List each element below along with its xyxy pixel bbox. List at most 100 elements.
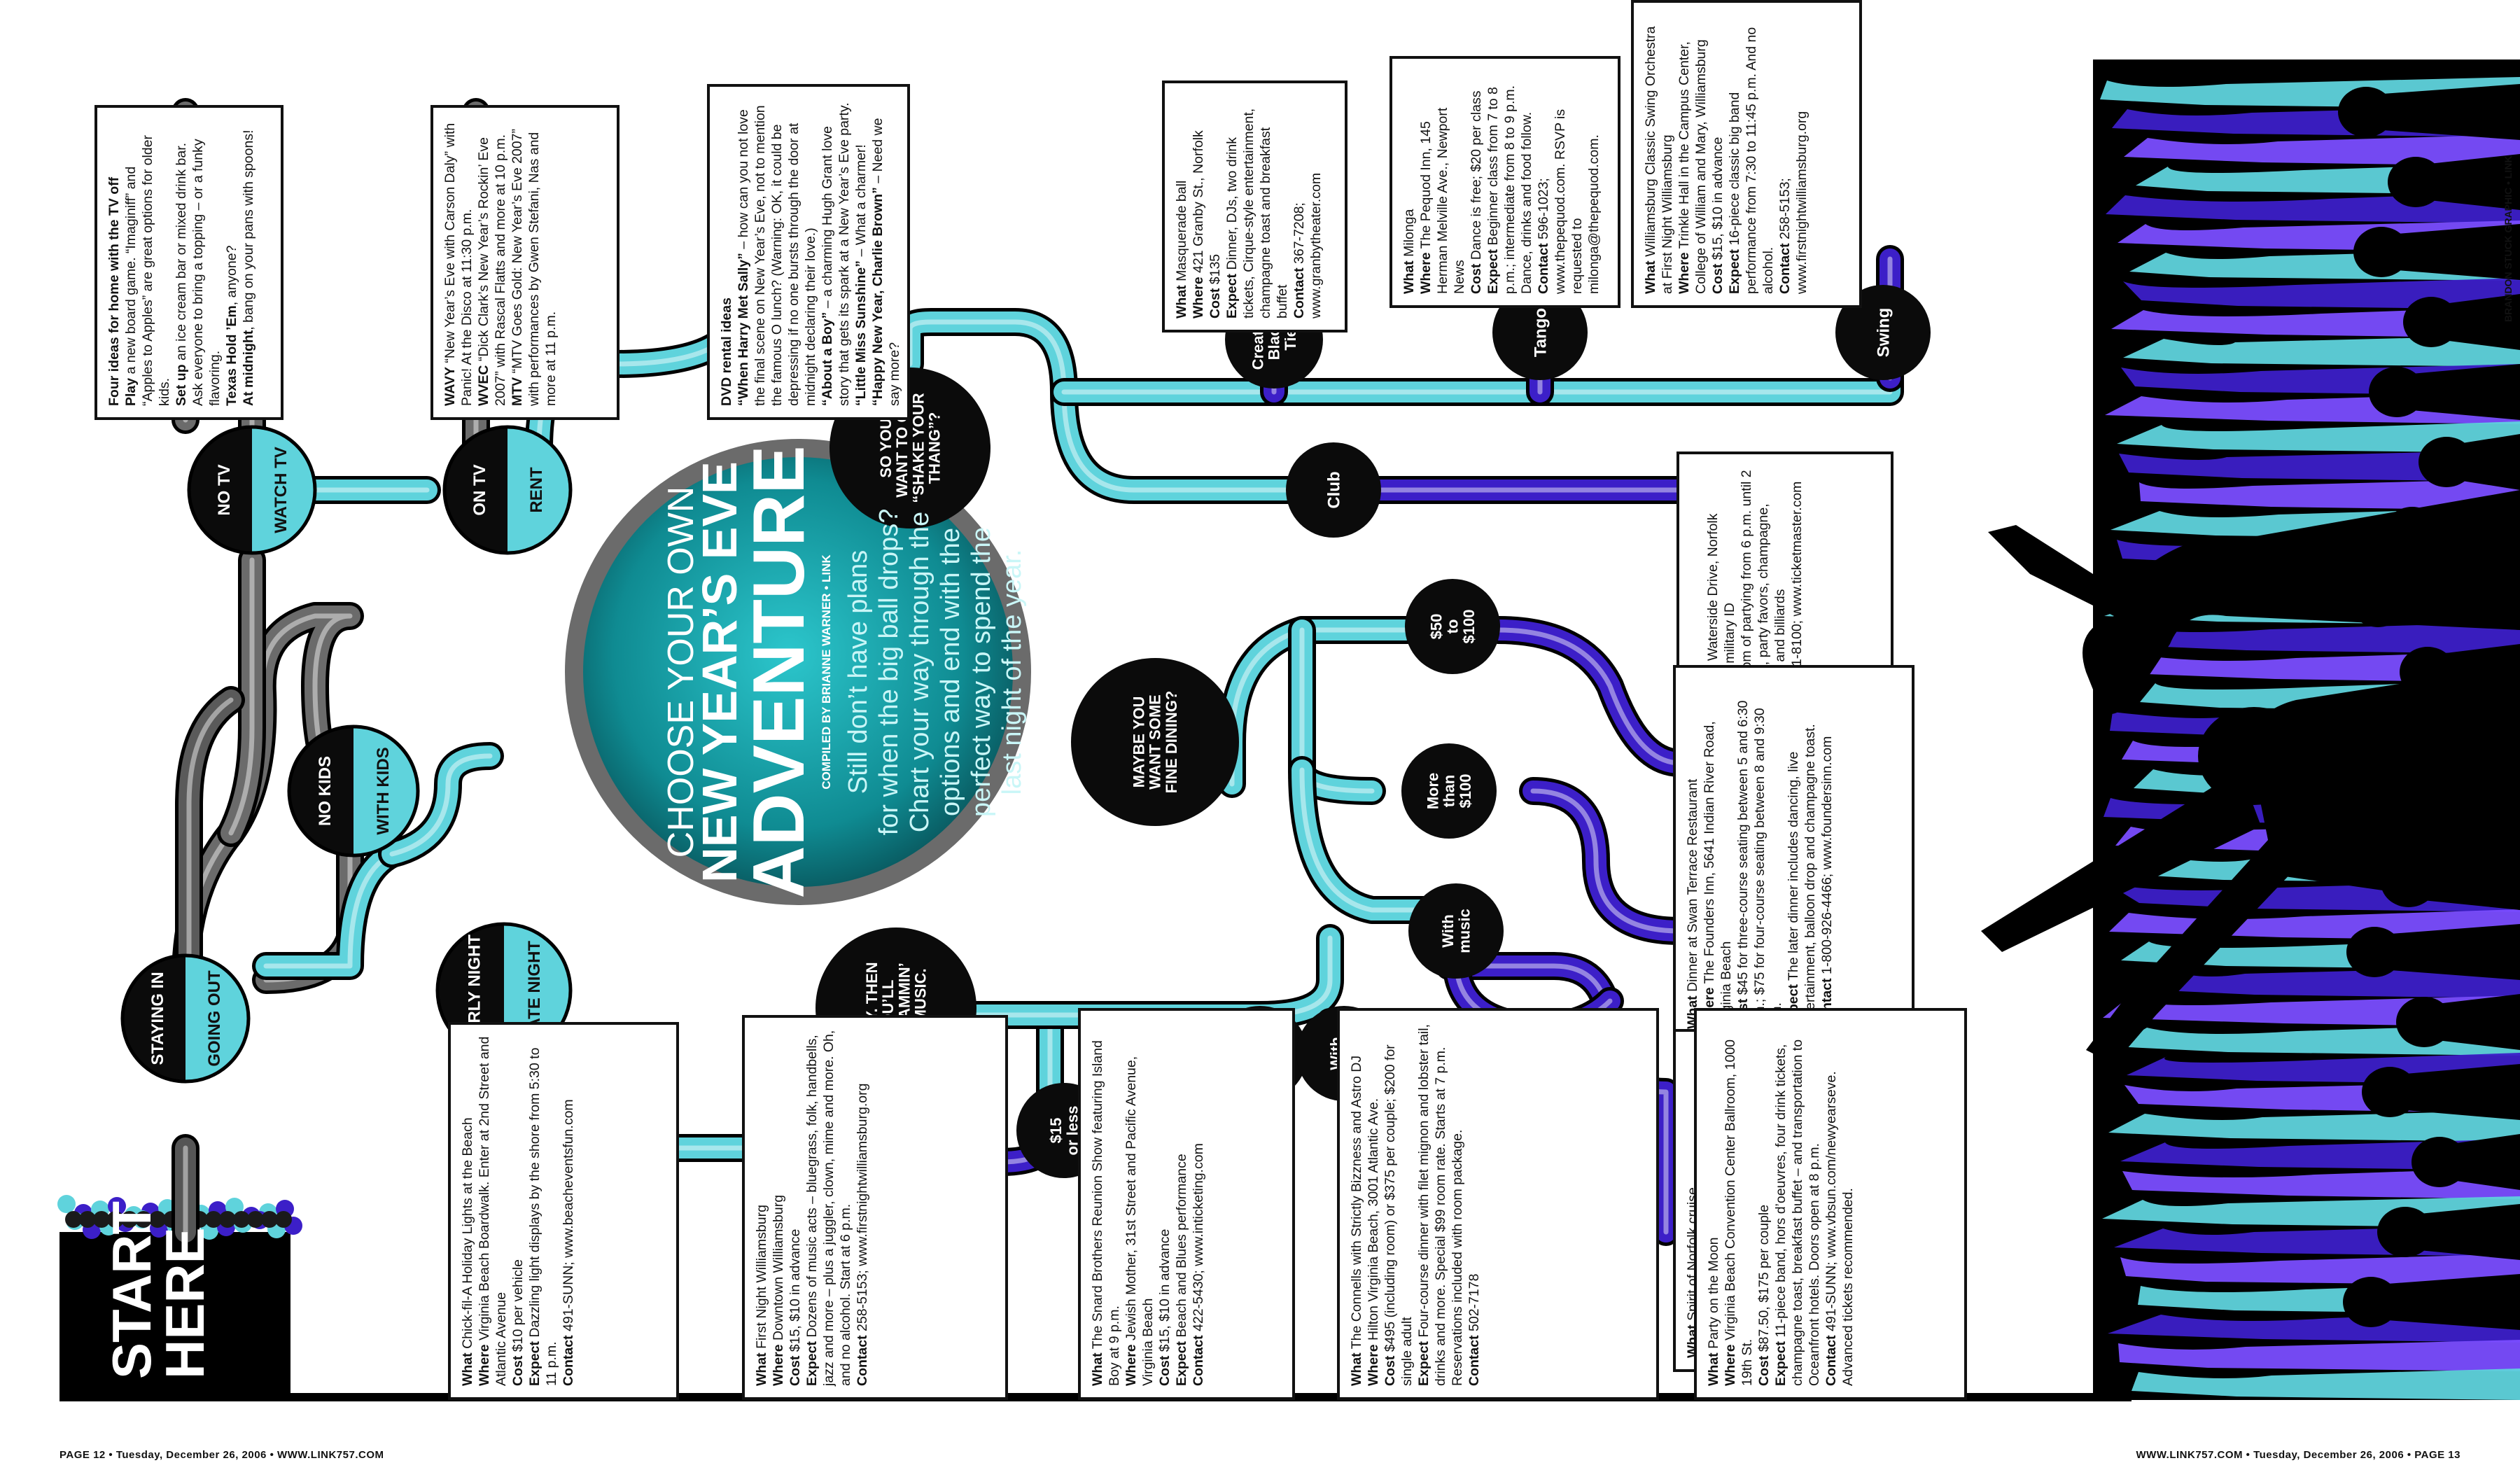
box-line: Expect Beach and Blues performance (1174, 1154, 1189, 1386)
box-line: Where The Pequod Inn, 145 Herman Melvill… (1418, 107, 1467, 294)
box-line: “When Harry Met Sally” – how can you not… (736, 105, 818, 406)
box-line: Expect 16-piece classic big band perform… (1727, 27, 1776, 294)
title-line2: NEW YEAR’S EVE (692, 461, 747, 883)
box-line: What Williamsburg Classic Swing Orchestr… (1643, 26, 1675, 295)
intro-line: Still don’t have plans (844, 550, 873, 794)
box-line: Expect Dazzling light displays by the sh… (527, 1047, 559, 1386)
box-connells: What The Connells with Strictly Bizzness… (1337, 1008, 1659, 1400)
start-here: START HERE (101, 1201, 216, 1379)
node-label: NO KIDS (316, 756, 335, 826)
intro-line: perfect way to spend the (967, 527, 996, 817)
box-line: What First Night Williamsburg (754, 1205, 769, 1386)
box-line: Cost $87.50, $175 per couple (1756, 1204, 1772, 1386)
box-line: Cost $15, $10 in advance (788, 1228, 803, 1386)
node-swing: Swing (1835, 285, 1931, 380)
box-line: Cost $15, $10 in advance (1710, 136, 1726, 294)
box-line: At midnight, bang on your pans with spoo… (241, 130, 256, 407)
box-line: Contact 258-5153; www.firstnightwilliams… (855, 1083, 870, 1386)
intro-line: last night of the year. (997, 550, 1027, 795)
box-line: What Masquerade ball (1174, 180, 1189, 318)
node-label: SO YOU (877, 418, 895, 477)
title-line3: ADVENTURE (738, 445, 820, 898)
box-line: What Dinner at Swan Terrace Restaurant (1685, 778, 1700, 1029)
box-line: Cost Dance is free; $20 per class (1469, 90, 1484, 294)
intro-line: Chart your way through the (905, 512, 934, 832)
box-line: Contact 422-5430; www.inticketing.com (1191, 1143, 1206, 1386)
box-line: What Party on the Moon (1706, 1237, 1721, 1386)
box-line: MTV “MTV Goes Gold: New Year’s Eve 2007”… (510, 129, 559, 406)
node-label: NO TV (215, 464, 234, 515)
graphic-credit: BRANDON STUCK GRAPHIC • LINK (2502, 155, 2514, 322)
box-line: “Happy New Year, Charlie Brown” – Need w… (870, 118, 902, 407)
pipe-more-spirit (1519, 777, 1694, 945)
pipe-nokids (175, 686, 245, 980)
box-line: Cost $135 (1208, 253, 1223, 318)
node-label: $100 (1457, 774, 1474, 808)
box-chick-fil-a: What Chick-fil-A Holiday Lights at the B… (448, 1022, 679, 1400)
pipe-staying-notv (217, 546, 266, 847)
node-label: THANG”? (925, 412, 943, 484)
box-line: What Chick-fil-A Holiday Lights at the B… (460, 1117, 475, 1386)
node-label: $50 (1428, 614, 1446, 640)
pipe-50-swan (1484, 616, 1694, 777)
node-label: FINE DINING? (1163, 691, 1180, 794)
box-line: What Milonga (1401, 209, 1417, 294)
node-label: WITH KIDS (374, 747, 393, 834)
title-byline: COMPILED BY BRIANNE WARNER • LINK (820, 554, 833, 790)
box-line: Cost $10 per vehicle (510, 1259, 526, 1386)
box-line: WAVY “New Year’s Eve with Carson Daly” w… (442, 122, 475, 406)
box-line: Contact 367-7208; www.granbytheater.com (1292, 172, 1324, 318)
box-line: Contact 596-1023; www.thepequod.com. RSV… (1536, 108, 1602, 294)
box-dvd-rentals: DVD rental ideas“When Harry Met Sally” –… (707, 84, 910, 420)
box-line: Where 421 Granby St., Norfolk (1191, 130, 1206, 318)
node-label: RENT (527, 467, 546, 513)
box-line: Expect Dozens of music acts – bluegrass,… (804, 1030, 853, 1386)
node-label: Swing (1874, 308, 1893, 358)
box-line: Contact 491-SUNN; www.beacheventsfun.com (561, 1099, 576, 1386)
box-line: What The Connells with Strictly Bizzness… (1349, 1055, 1364, 1386)
box-line: Play a new board game. “Imaginiff” and “… (123, 135, 172, 406)
box-line: Contact 258-5153; www.firstnightwilliams… (1777, 111, 1809, 294)
box-line: Expect Beginner class from 7 to 8 p.m.; … (1485, 85, 1534, 294)
box-line: Contact 502-7178 (1466, 1273, 1482, 1386)
box-line: Cost $15, $10 in advance (1157, 1228, 1172, 1386)
box-line: Where Virginia Beach Boardwalk. Enter at… (477, 1036, 509, 1386)
crowd-silhouette (1981, 77, 2520, 1400)
title-group: CHOOSE YOUR OWN NEW YEAR’S EVE ADVENTURE… (661, 445, 1027, 898)
node-label: Club (1324, 471, 1343, 508)
box-line: “Little Miss Sunshine” – What a charmer! (853, 144, 869, 406)
node-club: Club (1286, 442, 1381, 538)
box-line: Where Downtown Williamsburg (771, 1194, 786, 1386)
box-line: Expect Dinner, DJs, two drink tickets, C… (1224, 108, 1290, 318)
node-label: music (1455, 909, 1473, 953)
node-label: Tango (1531, 308, 1550, 357)
pipe-fine-music (1288, 756, 1442, 924)
pipe-going-early (378, 742, 504, 868)
node-label: $100 (1460, 610, 1478, 644)
box-line: Expect Four-course dinner with filet mig… (1416, 1023, 1465, 1386)
pipe-shake-branch (896, 308, 1344, 504)
footer-right: WWW.LINK757.COM • Tuesday, December 26, … (2136, 1449, 2460, 1461)
box-line: Set up an ice cream bar or mixed drink b… (174, 139, 223, 406)
box-line: Cost $495 (including room) or $375 per c… (1382, 1044, 1415, 1386)
box-line: What The Snard Brothers Reunion Show fea… (1090, 1040, 1122, 1386)
node-label: than (1441, 775, 1458, 807)
box-line: Texas Hold ’Em, anyone? (224, 245, 239, 406)
box-line: Where Hilton Virginia Beach, 3001 Atlant… (1366, 1098, 1381, 1386)
box-line: Where The Founders Inn, 5641 Indian Rive… (1702, 721, 1734, 1029)
node-label: More (1424, 773, 1442, 810)
node-label: $15 (1047, 1118, 1065, 1144)
box-swan-terrace: What Dinner at Swan Terrace RestaurantWh… (1673, 665, 1914, 1043)
box-swing: What Williamsburg Classic Swing Orchestr… (1631, 0, 1862, 308)
start-panel (59, 1232, 290, 1400)
box-line: Where Jewish Mother, 31st Street and Pac… (1124, 1056, 1156, 1386)
